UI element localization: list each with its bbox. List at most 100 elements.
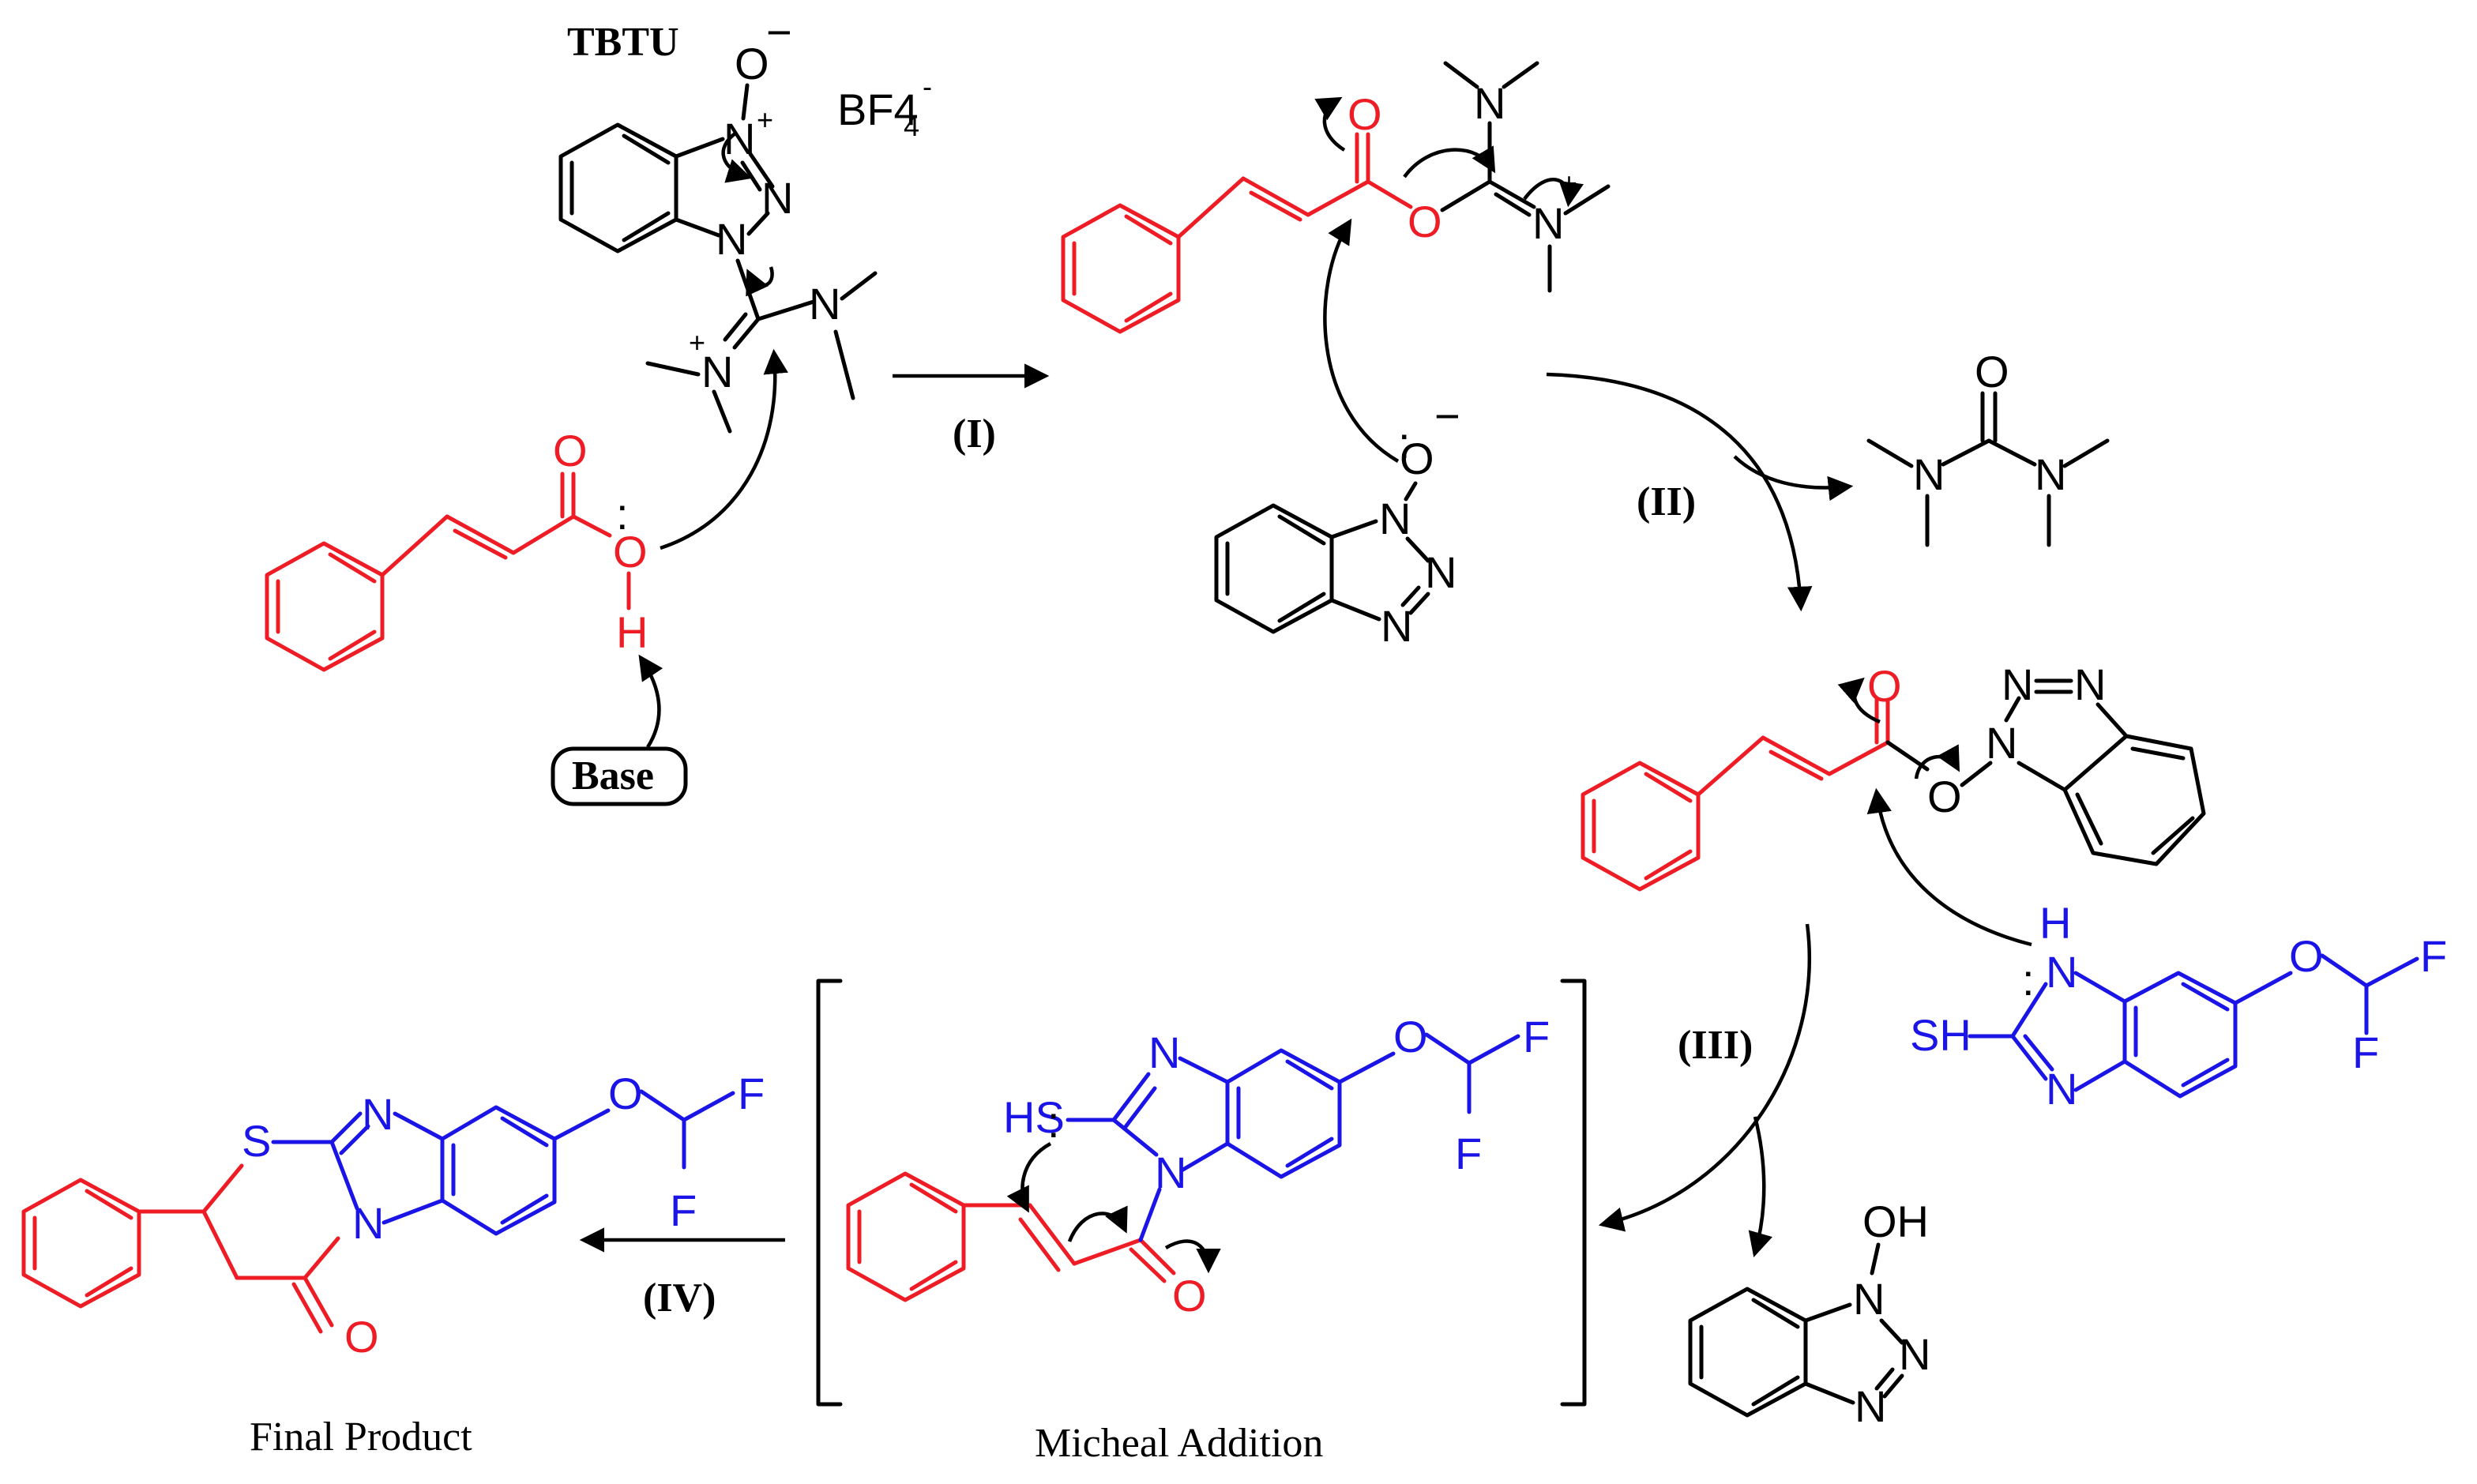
base-label: Base xyxy=(572,753,654,798)
ester-bt-n1-atom: N xyxy=(1986,718,2017,768)
hobt-byproduct: OH N N N xyxy=(1688,1197,1930,1431)
step-iii-label: (III) xyxy=(1678,1023,1753,1068)
base-reagent: Base xyxy=(551,654,688,806)
final-benzene-ring xyxy=(21,1178,141,1309)
final-carbonyl-o: O xyxy=(344,1312,379,1362)
final-n-imine-atom: N xyxy=(362,1089,393,1139)
step-iii-arrow xyxy=(1598,923,1812,1232)
final-product: O S N N O F F xyxy=(21,1069,765,1362)
final-bzim-benzene-ring xyxy=(440,1105,557,1236)
hobt-benzene-ring xyxy=(1688,1287,1808,1418)
hobt-n2-atom: N xyxy=(1899,1329,1930,1379)
step-iv-label: (IV) xyxy=(643,1275,716,1321)
ester-arrow-1 xyxy=(1837,677,1881,724)
acyl-uronium-intermediate: O O N N + xyxy=(1061,61,1611,463)
final-fluorine-1: F xyxy=(738,1069,765,1118)
urea-oxygen-atom: O xyxy=(1975,347,2009,396)
urea-n-left-atom: N xyxy=(1913,449,1945,499)
bzim-fluorine-1: F xyxy=(2420,931,2447,981)
tbtu-minus-charge: − xyxy=(766,7,792,57)
cinnamic-lone-pair: : xyxy=(616,489,629,539)
obt-minus-charge: − xyxy=(1434,391,1460,441)
obt-active-ester: O O N N N xyxy=(1581,659,2206,947)
tbtu-benzene-ring xyxy=(558,122,678,254)
bzim-ether-o: O xyxy=(2289,931,2324,981)
final-n-ring-atom: N xyxy=(352,1198,384,1248)
michael-n-acyl-atom: N xyxy=(1155,1148,1186,1197)
obt-n3-atom: N xyxy=(1381,601,1412,651)
tbtu-plus-charge: + xyxy=(757,103,773,136)
tbtu-n1-atom: N xyxy=(716,214,747,264)
ester-carbonyl-o: O xyxy=(1867,661,1902,711)
bzim-benzene-ring xyxy=(2122,971,2238,1099)
final-fluorine-2: F xyxy=(670,1185,697,1235)
tbtu-molecule: TBTU N + O − N N BF4 4 - N + N xyxy=(558,7,932,434)
cinnamic-acidic-h: H xyxy=(616,607,648,657)
cinnamic-benzene-ring xyxy=(265,541,385,672)
michael-benzene-ring xyxy=(846,1171,966,1302)
final-ether-o: O xyxy=(608,1069,643,1118)
cinnamic-hydroxyl-o: O xyxy=(613,527,648,577)
uronium-n-atom: N xyxy=(809,279,840,329)
intermediate-n-plus-atom: N xyxy=(1532,198,1564,248)
cinnamic-carbonyl-o: O xyxy=(553,426,588,475)
uronium-n-plus-atom: N xyxy=(701,347,733,396)
obt-n1-atom: N xyxy=(1379,494,1411,543)
michael-bzim-benzene-ring xyxy=(1225,1048,1342,1179)
michael-hs-group: HS xyxy=(1003,1092,1065,1142)
tbtu-oxygen-atom: O xyxy=(735,39,769,88)
obt-anion: : O − N N N xyxy=(1214,391,1460,651)
step-i-label: (I) xyxy=(953,411,996,456)
michael-addition-intermediate: O N HS : N O F F xyxy=(816,979,1587,1407)
bf4-counterion: BF4 xyxy=(837,85,919,134)
bzim-nh-h: H xyxy=(2039,898,2071,948)
benzimidazole-thiol: H : N SH N O F F xyxy=(1910,898,2447,1114)
obt-lone-pair: : xyxy=(1398,418,1411,468)
tbtu-arrow-1 xyxy=(721,131,753,183)
ester-bt-n2-atom: N xyxy=(2002,659,2033,709)
intermediate-carbonyl-o: O xyxy=(1348,89,1382,139)
obt-oxygen-atom: O xyxy=(1400,434,1434,483)
bzim-fluorine-2: F xyxy=(2352,1028,2379,1077)
right-bracket xyxy=(1560,979,1587,1407)
intermediate-arrow-1 xyxy=(1314,96,1346,152)
ester-o-atom: O xyxy=(1927,772,1962,821)
obt-attack-arrow xyxy=(1323,218,1400,463)
final-product-caption: Final Product xyxy=(250,1414,472,1460)
michael-fluorine-2: F xyxy=(1455,1129,1482,1178)
bzim-nh-n: N xyxy=(2046,947,2077,997)
michael-ether-o: O xyxy=(1393,1012,1428,1061)
michael-addition-caption: Micheal Addition xyxy=(1035,1421,1323,1466)
hobt-oh-group: OH xyxy=(1862,1197,1929,1246)
ester-benzene-ring xyxy=(1581,761,1701,892)
tbtu-n2-atom: N xyxy=(761,173,793,223)
final-sulfur-atom: S xyxy=(242,1116,271,1166)
intermediate-n-atom-top: N xyxy=(1474,78,1505,128)
left-bracket xyxy=(816,979,843,1407)
bf4-charge: - xyxy=(923,70,932,103)
ester-bt-n3-atom: N xyxy=(2074,659,2106,709)
obt-benzene-ring xyxy=(1214,503,1334,634)
intermediate-arrow-2 xyxy=(1403,145,1496,178)
michael-fluorine-1: F xyxy=(1523,1012,1550,1061)
michael-arrow-2 xyxy=(1067,1205,1128,1242)
tbtu-arrow-2 xyxy=(746,266,774,297)
hobt-n1-atom: N xyxy=(1853,1274,1885,1324)
intermediate-arrow-3 xyxy=(1523,178,1584,208)
bzim-n-atom: N xyxy=(2046,1064,2077,1114)
michael-s-lone-pair: : xyxy=(1047,1097,1060,1147)
step-ii-byproduct-arrow xyxy=(1733,455,1854,502)
oxygen-attack-arrow xyxy=(660,348,788,550)
step-ii-label: (II) xyxy=(1637,479,1696,524)
tbtu-label: TBTU xyxy=(567,20,679,65)
hobt-n3-atom: N xyxy=(1855,1381,1886,1431)
amine-attack-arrow xyxy=(1866,787,2032,947)
intermediate-ester-o: O xyxy=(1408,197,1442,246)
obt-n2-atom: N xyxy=(1425,547,1457,597)
uronium-plus-charge: + xyxy=(689,326,705,359)
cinnamic-acid: O O : H xyxy=(265,348,788,672)
step-ii-arrow xyxy=(1546,372,1813,612)
bzim-lone-pair: : xyxy=(2022,955,2035,1005)
